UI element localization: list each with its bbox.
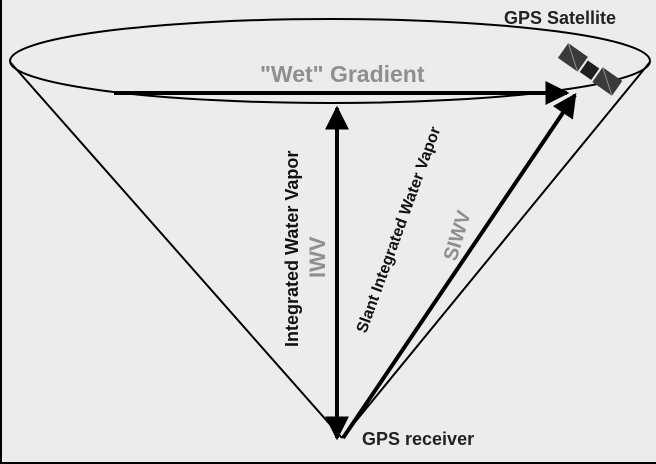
- wet-gradient-label: "Wet" Gradient: [260, 61, 425, 87]
- satellite-icon: [557, 43, 623, 96]
- gps-receiver-label: GPS receiver: [362, 429, 474, 449]
- cone-right-edge: [341, 61, 651, 439]
- gps-satellite-label: GPS Satellite: [504, 8, 616, 28]
- sky-ellipse: [9, 18, 651, 104]
- iwv-full-label: Integrated Water Vapor: [282, 151, 302, 347]
- cone-left-edge: [9, 61, 343, 439]
- siwv-arrow: [341, 93, 577, 440]
- siwv-abbr-label: SIWV: [440, 208, 476, 264]
- siwv-full-label: Slant Integrated Water Vapor: [354, 125, 445, 336]
- iwv-abbr-label: IWV: [305, 236, 330, 278]
